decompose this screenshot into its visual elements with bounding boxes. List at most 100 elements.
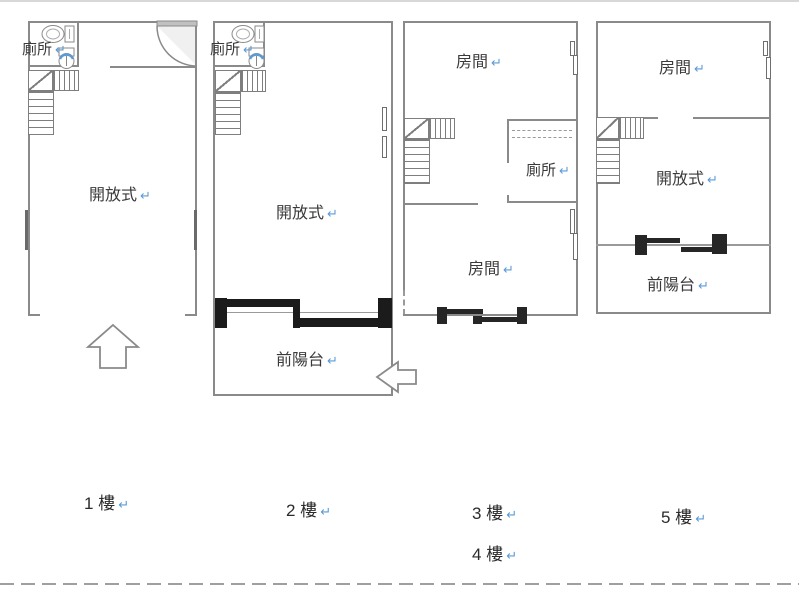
window-end-cap bbox=[378, 298, 392, 328]
fixture-dashed-line bbox=[512, 137, 572, 138]
toilet-icon bbox=[231, 25, 265, 69]
room-label-text: 開放式 bbox=[89, 187, 138, 204]
scan-edge-top bbox=[0, 0, 799, 2]
room-label-front-balcony: 前陽台↵ bbox=[276, 352, 338, 370]
wall bbox=[213, 21, 215, 396]
wall bbox=[28, 21, 30, 316]
staircase-treads bbox=[429, 118, 455, 139]
room-label-text: 房間 bbox=[456, 54, 489, 71]
room-label-text: 廁所 bbox=[526, 162, 557, 179]
wall bbox=[28, 65, 79, 67]
wall bbox=[507, 119, 509, 163]
window-end-cap bbox=[437, 307, 447, 324]
staircase-treads bbox=[404, 139, 430, 184]
wall bbox=[693, 117, 771, 119]
wall bbox=[110, 66, 197, 68]
wall bbox=[596, 21, 771, 23]
window-panel bbox=[447, 309, 483, 314]
staircase-treads bbox=[215, 92, 241, 135]
return-mark: ↵ bbox=[55, 42, 66, 57]
wall bbox=[403, 203, 478, 205]
wall bbox=[195, 21, 197, 316]
wall bbox=[403, 314, 578, 316]
return-mark: ↵ bbox=[695, 511, 707, 526]
room-label-text: 前陽台 bbox=[276, 352, 325, 369]
return-mark: ↵ bbox=[506, 548, 518, 563]
staircase-landing bbox=[404, 118, 429, 139]
floor-caption-text: 3 樓 bbox=[472, 504, 504, 523]
window-panel bbox=[298, 318, 380, 327]
wall bbox=[576, 21, 578, 316]
room-label-text: 開放式 bbox=[656, 171, 705, 188]
return-mark: ↵ bbox=[327, 353, 338, 368]
floor-caption-5f: 5 樓↵ bbox=[661, 503, 706, 528]
room-label-text: 廁所 bbox=[22, 41, 53, 58]
return-mark: ↵ bbox=[243, 42, 254, 57]
window-panel bbox=[482, 317, 518, 322]
wall bbox=[28, 21, 157, 23]
room-label-open: 開放式↵ bbox=[656, 171, 718, 189]
wall bbox=[77, 21, 79, 67]
window-panel bbox=[681, 247, 713, 252]
floor-caption-3f: 3 樓↵ bbox=[472, 499, 517, 524]
room-label-text: 房間 bbox=[659, 60, 692, 77]
window-end-cap bbox=[517, 307, 527, 324]
wall bbox=[185, 314, 197, 316]
floor-caption-text: 4 樓 bbox=[472, 545, 504, 564]
window-end-cap bbox=[215, 298, 227, 328]
staircase-treads bbox=[241, 70, 266, 92]
window-track bbox=[227, 312, 378, 313]
window-end-cap bbox=[635, 235, 647, 255]
room-label-room-bottom: 房間↵ bbox=[468, 261, 514, 279]
wall-dashed bbox=[403, 290, 405, 315]
floor-caption-text: 1 樓 bbox=[84, 494, 116, 513]
floor-caption-text: 5 樓 bbox=[661, 508, 693, 527]
return-mark: ↵ bbox=[320, 504, 332, 519]
window-panel bbox=[227, 299, 297, 307]
staircase-treads bbox=[53, 70, 79, 91]
wall bbox=[507, 195, 509, 203]
toilet-icon bbox=[41, 25, 75, 69]
room-label-text: 房間 bbox=[468, 261, 501, 278]
room-label-toilet: 廁所↵ bbox=[210, 41, 254, 58]
wall bbox=[263, 21, 265, 67]
return-mark: ↵ bbox=[559, 163, 570, 178]
staircase-landing bbox=[596, 117, 619, 139]
staircase-treads bbox=[28, 91, 54, 135]
return-mark: ↵ bbox=[118, 497, 130, 512]
room-label-text: 廁所 bbox=[210, 41, 241, 58]
floor-caption-2f: 2 樓↵ bbox=[286, 496, 331, 521]
wall bbox=[596, 312, 771, 314]
wall-opening-mark bbox=[25, 210, 28, 250]
return-mark: ↵ bbox=[140, 188, 151, 203]
window-end-cap bbox=[712, 234, 727, 254]
wall-opening-mark bbox=[194, 210, 197, 250]
room-label-text: 開放式 bbox=[276, 205, 325, 222]
room-label-room: 房間↵ bbox=[659, 60, 705, 78]
wall bbox=[213, 21, 393, 23]
room-label-text: 前陽台 bbox=[647, 277, 696, 294]
room-label-toilet: 廁所↵ bbox=[526, 162, 570, 179]
entrance-arrow-up-icon bbox=[85, 323, 141, 369]
wall bbox=[769, 21, 771, 314]
wall bbox=[213, 394, 393, 396]
window-mark bbox=[766, 57, 771, 79]
wall bbox=[507, 119, 578, 121]
staircase-landing bbox=[28, 70, 53, 91]
return-mark: ↵ bbox=[491, 55, 502, 70]
room-label-open: 開放式↵ bbox=[276, 205, 338, 223]
window-panel bbox=[647, 238, 680, 243]
room-label-open: 開放式↵ bbox=[89, 187, 151, 205]
return-mark: ↵ bbox=[698, 278, 709, 293]
wall bbox=[391, 21, 393, 396]
return-mark: ↵ bbox=[327, 206, 338, 221]
staircase-treads bbox=[596, 139, 620, 184]
return-mark: ↵ bbox=[506, 507, 518, 522]
room-label-room-top: 房間↵ bbox=[456, 54, 502, 72]
door-swing-icon bbox=[156, 20, 198, 67]
window-mark bbox=[382, 136, 387, 158]
window-mark bbox=[573, 233, 578, 260]
balcony-arrow-left-icon bbox=[375, 360, 417, 394]
window-mark bbox=[763, 41, 768, 56]
